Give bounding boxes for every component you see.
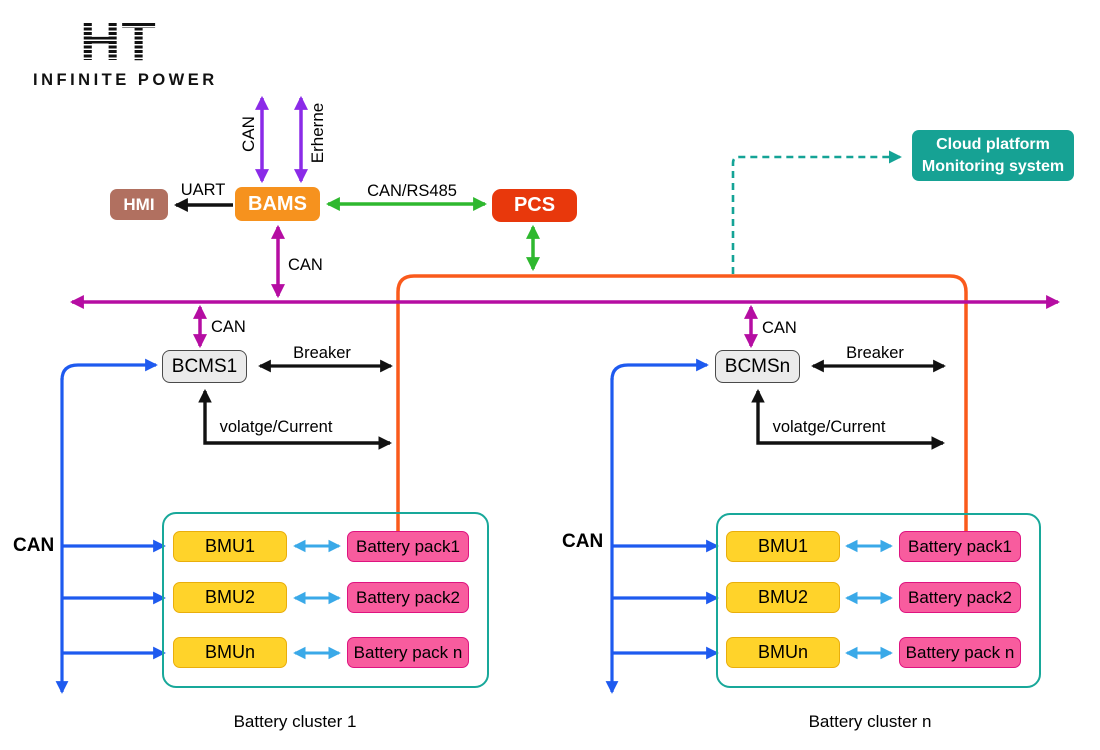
clustern-bmun: BMUn [726,637,840,668]
clustern-bmu2: BMU2 [726,582,840,613]
bams-node: BAMS [235,187,320,221]
clustern-bmu1: BMU1 [726,531,840,562]
voltage-right-arrow [751,388,946,450]
can-rs485-label: CAN/RS485 [367,182,457,200]
voltage-left-arrow [198,388,393,450]
ethernet-top-label: Erherne [308,102,327,164]
bcmsn-can-label: CAN [762,319,797,337]
bcms1-can-label: CAN [211,318,246,336]
bcms1-node: BCMS1 [162,350,247,383]
cluster1-pack2: Battery pack2 [347,582,469,613]
cluster1-bmun: BMUn [173,637,287,668]
bmu-pack-links-left [293,539,341,660]
clustern-caption: Battery cluster n [808,712,932,731]
cluster1-bmu1: BMU1 [173,531,287,562]
can-top-label: CAN [239,116,258,152]
clustern-pack1: Battery pack1 [899,531,1021,562]
battery-cluster-1-frame [162,512,489,688]
cloud-line2: Monitoring system [921,157,1065,175]
brand-tagline: INFINITE POWER [33,71,218,89]
cloud-platform-node: Cloud platform Monitoring system [912,130,1074,181]
cluster1-packn: Battery pack n [347,637,469,668]
cluster1-caption: Battery cluster 1 [233,712,357,731]
bmu-pack-links-right [845,539,893,660]
can-feed-left-label: CAN [13,535,55,556]
cluster1-pack1: Battery pack1 [347,531,469,562]
cloud-line1: Cloud platform [936,135,1050,153]
dc-bus-line [396,274,968,531]
breaker-right-label: Breaker [846,344,904,362]
battery-cluster-n-frame [716,513,1041,688]
cluster1-bmu2: BMU2 [173,582,287,613]
clustern-packn: Battery pack n [899,637,1021,668]
voltage-left-label: volatge/Current [219,418,333,436]
clustern-pack2: Battery pack2 [899,582,1021,613]
cloud-link-dashed [731,150,902,274]
hmi-node: HMI [110,189,168,220]
bams-bus-can-label: CAN [288,256,323,274]
pcs-node: PCS [492,189,577,222]
brand-logo-stripes [78,14,174,72]
can-feed-right-lines [605,358,719,694]
can-feed-left-lines [55,358,166,694]
bcmsn-node: BCMSn [715,350,800,383]
breaker-left-label: Breaker [293,344,351,362]
can-feed-right-label: CAN [562,531,604,552]
uart-label: UART [180,181,226,199]
voltage-right-label: volatge/Current [772,418,886,436]
